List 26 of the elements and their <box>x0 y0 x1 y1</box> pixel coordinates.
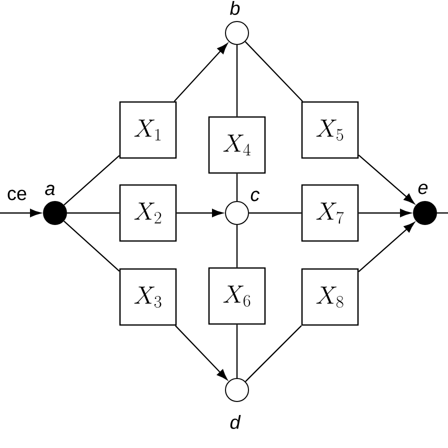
variable-box: $X_4$ <box>208 116 266 174</box>
variable-box: $X_2$ <box>119 184 177 242</box>
vertex-label: a <box>45 184 55 196</box>
vertex-label: d <box>230 415 241 429</box>
filled-circle <box>43 201 67 225</box>
variable-box: $X_8$ <box>301 268 359 326</box>
variable-box: $X_6$ <box>208 267 266 325</box>
arrow <box>174 325 228 380</box>
edge-label: ce <box>8 190 26 200</box>
variable-box: $X_7$ <box>301 184 359 242</box>
open-circle <box>225 378 249 402</box>
arrow <box>358 222 415 272</box>
open-circle <box>225 201 249 225</box>
arrow <box>358 154 415 204</box>
open-circle <box>225 21 249 45</box>
arrow <box>174 43 228 102</box>
arrow <box>176 208 223 218</box>
vertex-label: e <box>418 184 428 194</box>
filled-circle <box>413 201 437 225</box>
variable-box: $X_1$ <box>119 101 177 159</box>
arrow <box>0 208 41 218</box>
variable-box: $X_3$ <box>119 268 177 326</box>
vertex-label: c <box>250 190 260 202</box>
variable-box: $X_5$ <box>301 101 359 159</box>
vertex-label: b <box>230 1 240 15</box>
arrow <box>358 208 411 218</box>
